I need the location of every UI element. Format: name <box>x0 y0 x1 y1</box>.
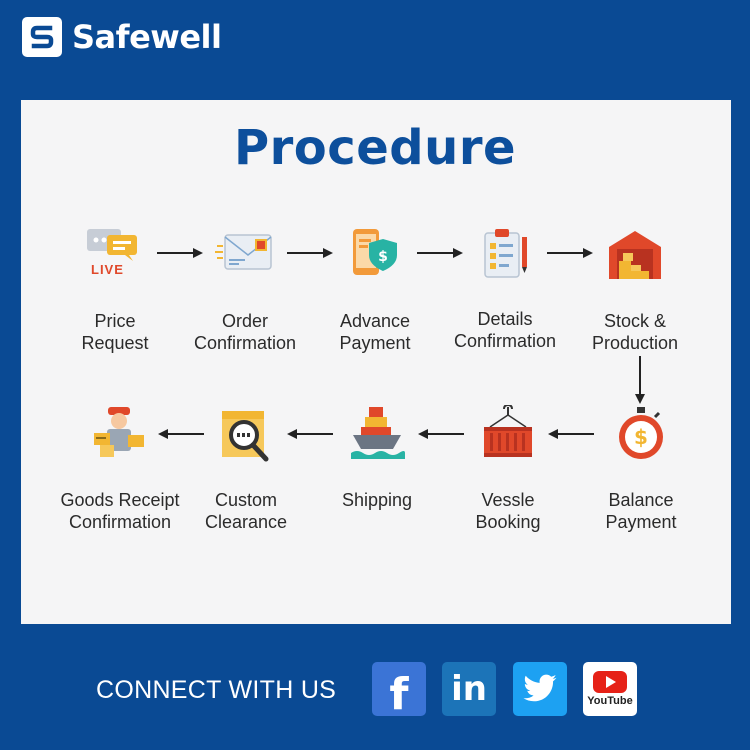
step-label-line1: Shipping <box>341 490 413 510</box>
step-label-line2: Request <box>81 333 149 353</box>
arrow-left-icon <box>418 429 464 439</box>
step-label-line2: Confirmation <box>453 331 557 351</box>
step-label-line2: Payment <box>339 333 411 353</box>
shipping-container-icon <box>478 403 538 465</box>
step-label-line2: Clearance <box>204 512 288 532</box>
arrow-left-icon <box>287 429 333 439</box>
step-label: Stock & Production <box>560 310 710 354</box>
connect-with-us-text: CONNECT WITH US <box>96 676 337 704</box>
step-label-line2: Payment <box>605 512 677 532</box>
clipboard-details-icon <box>475 225 535 285</box>
step-label-line1: Custom <box>214 490 277 510</box>
step-label: Order Confirmation <box>170 310 320 354</box>
arrow-right-icon <box>547 248 593 258</box>
step-label-line1: Balance <box>608 490 674 510</box>
arrow-right-icon <box>417 248 463 258</box>
step-label: Details Confirmation <box>430 308 580 352</box>
step-label-line1: Order <box>221 311 268 331</box>
live-badge: LIVE <box>91 262 124 277</box>
safewell-logo-icon <box>22 17 62 57</box>
step-label: Shipping <box>302 489 452 511</box>
step-label-line1: Price <box>94 311 136 331</box>
facebook-button[interactable]: f <box>372 662 426 720</box>
step-label: Goods Receipt Confirmation <box>45 489 195 533</box>
youtube-button[interactable]: YouTube <box>583 662 637 716</box>
order-envelope-icon <box>215 225 275 285</box>
page-title: Procedure <box>233 120 517 176</box>
svg-text:$: $ <box>634 425 648 449</box>
twitter-icon <box>523 674 557 702</box>
step-label-line1: Details <box>477 309 533 329</box>
step-label-line1: Advance <box>339 311 411 331</box>
linkedin-button[interactable]: in <box>442 662 496 716</box>
step-label-line2: Production <box>591 333 679 353</box>
facebook-icon: f <box>389 668 409 720</box>
arrow-left-icon <box>158 429 204 439</box>
courier-boxes-icon <box>90 405 150 465</box>
brand-logo[interactable]: Safewell <box>22 14 222 60</box>
cargo-ship-icon <box>347 405 407 465</box>
step-label: Custom Clearance <box>171 489 321 533</box>
step-label-line1: Goods Receipt <box>60 490 180 510</box>
step-label: Vessle Booking <box>433 489 583 533</box>
step-label-line2: Booking <box>475 512 541 532</box>
step-label-line2: Confirmation <box>193 333 297 353</box>
arrow-right-icon <box>287 248 333 258</box>
arrow-down-icon <box>635 356 645 404</box>
arrow-left-icon <box>548 429 594 439</box>
chat-bubbles-live-icon: LIVE <box>85 225 145 285</box>
step-label-line1: Stock & <box>603 311 667 331</box>
procedure-panel <box>21 100 731 624</box>
linkedin-icon: in <box>451 669 487 709</box>
youtube-play-icon <box>593 671 627 693</box>
brand-name: Safewell <box>72 18 222 56</box>
step-label-line1: Vessle <box>481 490 535 510</box>
step-label: Balance Payment <box>566 489 716 533</box>
step-label: Advance Payment <box>300 310 450 354</box>
step-label-line2: Confirmation <box>68 512 172 532</box>
phone-shield-payment-icon: $ <box>345 225 405 285</box>
warehouse-icon <box>605 225 665 285</box>
svg-text:$: $ <box>378 249 388 265</box>
arrow-right-icon <box>157 248 203 258</box>
box-magnifier-icon <box>216 405 276 465</box>
step-label: Price Request <box>40 310 190 354</box>
youtube-icon: YouTube <box>587 695 633 707</box>
twitter-button[interactable] <box>513 662 567 716</box>
stopwatch-dollar-icon: $ <box>611 405 671 465</box>
